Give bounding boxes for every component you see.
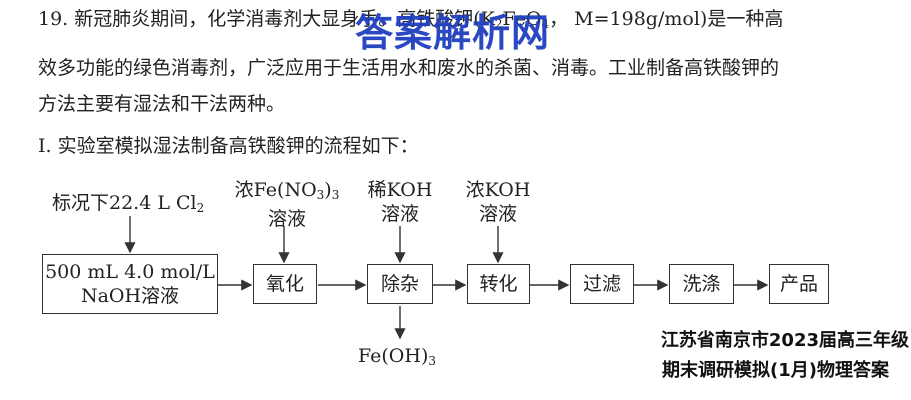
step-impurity-removal: 除杂	[367, 264, 433, 304]
question-line-3: 方法主要有湿法和干法两种。	[38, 93, 286, 115]
note-subscript: 2	[196, 201, 205, 215]
reagent-fe-nitrate: 浓Fe(NO3)3 溶液	[232, 178, 342, 231]
reagent-conc-koh: 浓KOH 溶液	[458, 178, 538, 226]
formula-subscript: 2	[494, 17, 503, 31]
reagent-dilute-koh: 稀KOH 溶液	[360, 178, 440, 226]
source-caption-line2: 期末调研模拟(1月)物理答案	[662, 360, 889, 381]
reagent-line2: 溶液	[267, 208, 306, 230]
reagent-subscript: 3	[331, 188, 340, 202]
reagent-line1: 稀KOH	[367, 179, 433, 201]
step-filtration: 过滤	[570, 264, 634, 304]
note-text: 标况下22.4 L Cl	[52, 192, 197, 214]
formula-subscript: 4	[541, 17, 550, 31]
byproduct-text: Fe(OH)	[358, 345, 429, 367]
question-line-2: 效多功能的绿色消毒剂，广泛应用于生活用水和废水的杀菌、消毒。工业制备高铁酸钾的	[38, 57, 780, 79]
reagent-line1: 浓KOH	[465, 179, 531, 201]
reagent-line2: 溶液	[478, 203, 517, 225]
step-conversion: 转化	[467, 264, 530, 304]
question-line-1: 19. 新冠肺炎期间，化学消毒剂大显身手。高铁酸钾(K2FeO4， M=198g…	[38, 6, 783, 37]
byproduct-subscript: 3	[428, 354, 436, 368]
reagent-text: )	[324, 179, 332, 201]
source-caption-line1: 江苏省南京市2023届高三年级	[660, 330, 909, 351]
reagent-subscript: 3	[316, 188, 325, 202]
molar-mass-text: ， M=198g/mol)是一种高	[549, 8, 784, 30]
chlorine-note: 标况下22.4 L Cl2	[52, 191, 204, 220]
step-oxidation: 氧化	[253, 264, 317, 304]
reagent-text: 浓Fe(NO	[234, 179, 317, 201]
start-box-line1: 500 mL 4.0 mol/L	[45, 261, 215, 283]
step-product: 产品	[769, 264, 829, 304]
question-text: 19. 新冠肺炎期间，化学消毒剂大显身手。高铁酸钾(K	[38, 8, 495, 30]
formula-text: FeO	[502, 8, 542, 30]
byproduct-fe-oh3: Fe(OH)3	[358, 344, 436, 373]
step-washing: 洗涤	[669, 264, 734, 304]
start-box-naoh: 500 mL 4.0 mol/L NaOH溶液	[42, 254, 218, 314]
question-line-4: I. 实验室模拟湿法制备高铁酸钾的流程如下：	[38, 135, 419, 157]
watermark-logo: 答案解析网	[355, 11, 551, 55]
start-box-line2: NaOH溶液	[80, 285, 180, 307]
reagent-line2: 溶液	[380, 203, 419, 225]
